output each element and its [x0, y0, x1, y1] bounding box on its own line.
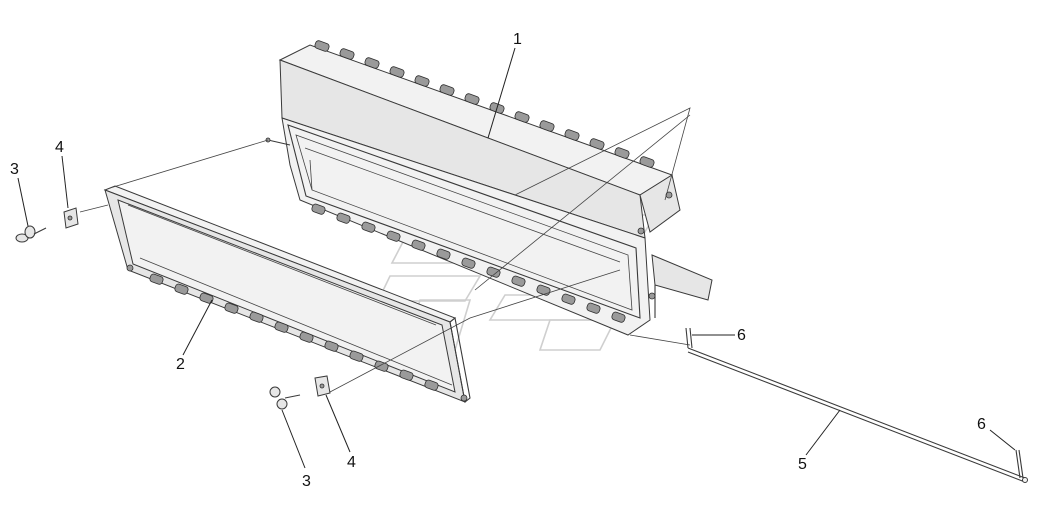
- housing-part-1: [265, 40, 713, 336]
- callout-6-lower: 6: [977, 416, 986, 433]
- rod-part-5: [687, 347, 1028, 483]
- callout-3-bottom: 3: [302, 473, 311, 490]
- callout-3-left: 3: [10, 161, 19, 178]
- callout-1: 1: [513, 31, 522, 48]
- callout-4-left: 4: [55, 139, 64, 156]
- callout-6-upper: 6: [737, 327, 746, 344]
- callout-4-bottom: 4: [347, 454, 356, 471]
- clip-bottom: [314, 375, 331, 397]
- frame-part-2: [103, 185, 471, 404]
- pin-part-6-upper: [685, 327, 693, 349]
- callout-2: 2: [176, 356, 185, 373]
- pin-part-6-lower: [1015, 449, 1024, 479]
- callout-labels: 1 2 3 3 4 4 5 6 6: [10, 31, 986, 490]
- clip-left: [63, 207, 79, 229]
- callout-5: 5: [798, 456, 807, 473]
- assembly-lines: [79, 107, 691, 393]
- wing-nut-left: [15, 225, 47, 243]
- callout-leaders: [17, 47, 1016, 469]
- wing-nut-bottom: [269, 386, 301, 410]
